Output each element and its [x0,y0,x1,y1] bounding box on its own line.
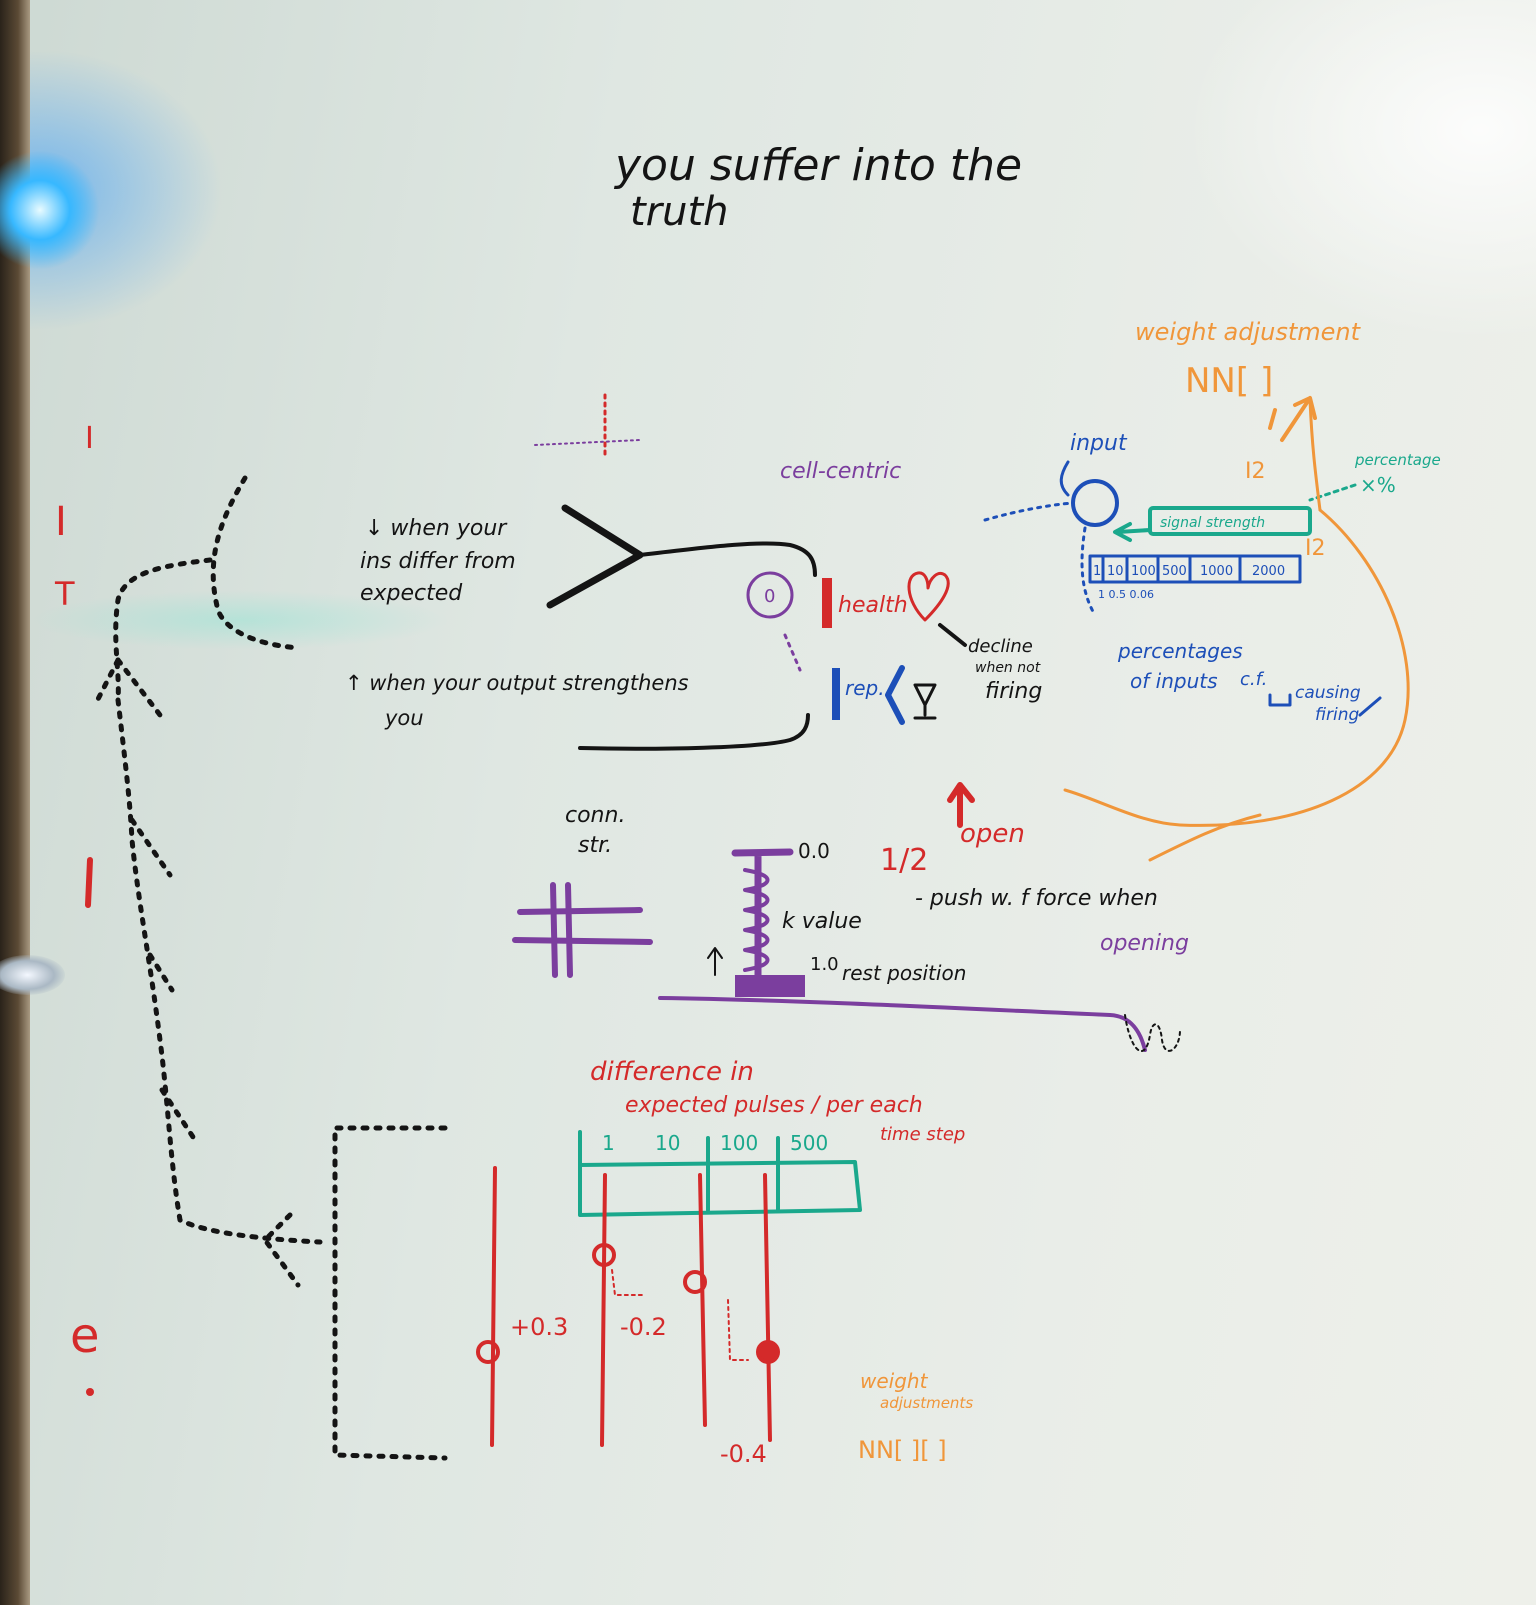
margin-letter-2: I [55,499,67,545]
conn-label-1: conn. [565,803,625,828]
rep-bar [832,668,840,720]
note-out-2: you [384,706,424,730]
times-pct-label: ×% [1360,473,1396,497]
spring-top-value: 0.0 [798,839,830,863]
light-reflection [30,590,450,650]
health-bar [822,578,832,628]
weight-adjust-note-1: weight [860,1369,929,1393]
half-label: 1/2 [880,843,928,878]
margin-letter-1: I [85,421,94,456]
input-node-circle [1071,479,1119,527]
difference-title-3: time step [880,1124,965,1145]
causing-label-1: causing [1295,683,1361,703]
health-note-3: firing [985,679,1042,704]
push-note-2: opening [1100,931,1189,956]
difference-title-1: difference in [590,1057,754,1087]
neuron-diagram: 0 cell-centric ↓ when your ins differ fr… [345,393,1042,751]
nn-label: NN[ ] [1185,361,1273,401]
open-label: open [960,819,1025,849]
rep-label: rep. [845,676,885,700]
percentages-note-2: of inputs [1130,669,1218,693]
percentage-label: percentage [1354,451,1441,469]
slider-knob-b [592,1243,616,1267]
note-in-2: ins differ from [360,549,516,574]
slider-knob-d [756,1340,780,1364]
slider-track-c [698,1173,707,1427]
bucket-1000: 1000 [1200,564,1233,579]
heart-icon [907,571,950,622]
cell-centric-label: cell-centric [780,459,901,484]
slider-track-b [600,1173,607,1447]
equals-symbol [512,882,653,978]
margin-red-stroke [85,857,93,908]
signal-box-label: signal strength [1160,515,1265,531]
conn-label-2: str. [578,833,612,858]
bucket-10: 10 [1107,564,1124,579]
title-line2: truth [630,189,729,235]
weight-adjustment-label: weight adjustment [1135,318,1362,346]
percentages-note-1: percentages [1117,639,1243,663]
spring-diagram: conn. str. 0.0 1/2 open k value - push w… [512,782,1189,1052]
signal-box [1148,506,1312,536]
bucket-1: 1 [1093,564,1101,579]
health-note-1: decline [968,636,1033,657]
weight-adjust-note-2: adjustments [880,1394,973,1412]
margin-dot [86,1388,94,1396]
note-out-1: ↑ when your output strengthens [345,671,689,695]
diff-col-10: 10 [655,1131,680,1155]
cell-nucleus [746,571,794,619]
margin-letter-4: e [70,1308,100,1364]
k-value-label: k value [782,909,862,934]
margin-letter-3: T [54,575,75,613]
causing-label-2: firing [1315,705,1359,725]
slider-track-d [763,1173,772,1442]
cf-label: c.f. [1240,669,1267,690]
bucket-500: 500 [1162,564,1187,579]
nucleus-label: 0 [764,586,775,607]
small-values: 1 0.5 0.06 [1098,588,1154,601]
spring-base [735,975,805,997]
value-minus-0-4: -0.4 [720,1440,767,1468]
teal-table [578,1130,862,1217]
rest-note: rest position [842,961,966,985]
spring-coil [743,868,770,972]
blue-led-light [0,150,100,270]
diff-col-500: 500 [790,1131,828,1155]
value-minus-0-2: -0.2 [620,1313,667,1341]
diff-col-100: 100 [720,1131,758,1155]
health-note-2: when not [975,660,1041,676]
rest-value: 1.0 [810,954,839,975]
diff-col-1: 1 [602,1131,615,1155]
value-plus-0-3: +0.3 [510,1313,568,1341]
note-in-3: expected [360,581,463,606]
push-note-1: - push w. f force when [915,886,1158,911]
input-label: input [1070,431,1128,456]
slider-knob-c [683,1270,707,1294]
note-in-1: ↓ when your [365,516,508,541]
input-diagram: weight adjustment NN[ ] I2 I2 input perc… [983,318,1441,862]
rep-arrow-icon [885,665,905,725]
slider-knob-a [476,1340,500,1364]
health-label: health [838,593,908,618]
trophy-icon [913,683,937,720]
difference-title-2: expected pulses / per each [625,1093,923,1118]
bucket-2000: 2000 [1252,564,1285,579]
i2-lower-label: I2 [1305,536,1326,561]
slider-track-a [490,1166,497,1447]
i2-upper-label: I2 [1245,459,1266,484]
difference-diagram: difference in expected pulses / per each… [476,1057,973,1468]
white-led-light [0,955,65,995]
bucket-100: 100 [1131,564,1156,579]
nn2-label: NN[ ][ ] [858,1436,947,1464]
title-line1: you suffer into the [613,140,1022,191]
dotted-tree-diagram [92,475,448,1461]
